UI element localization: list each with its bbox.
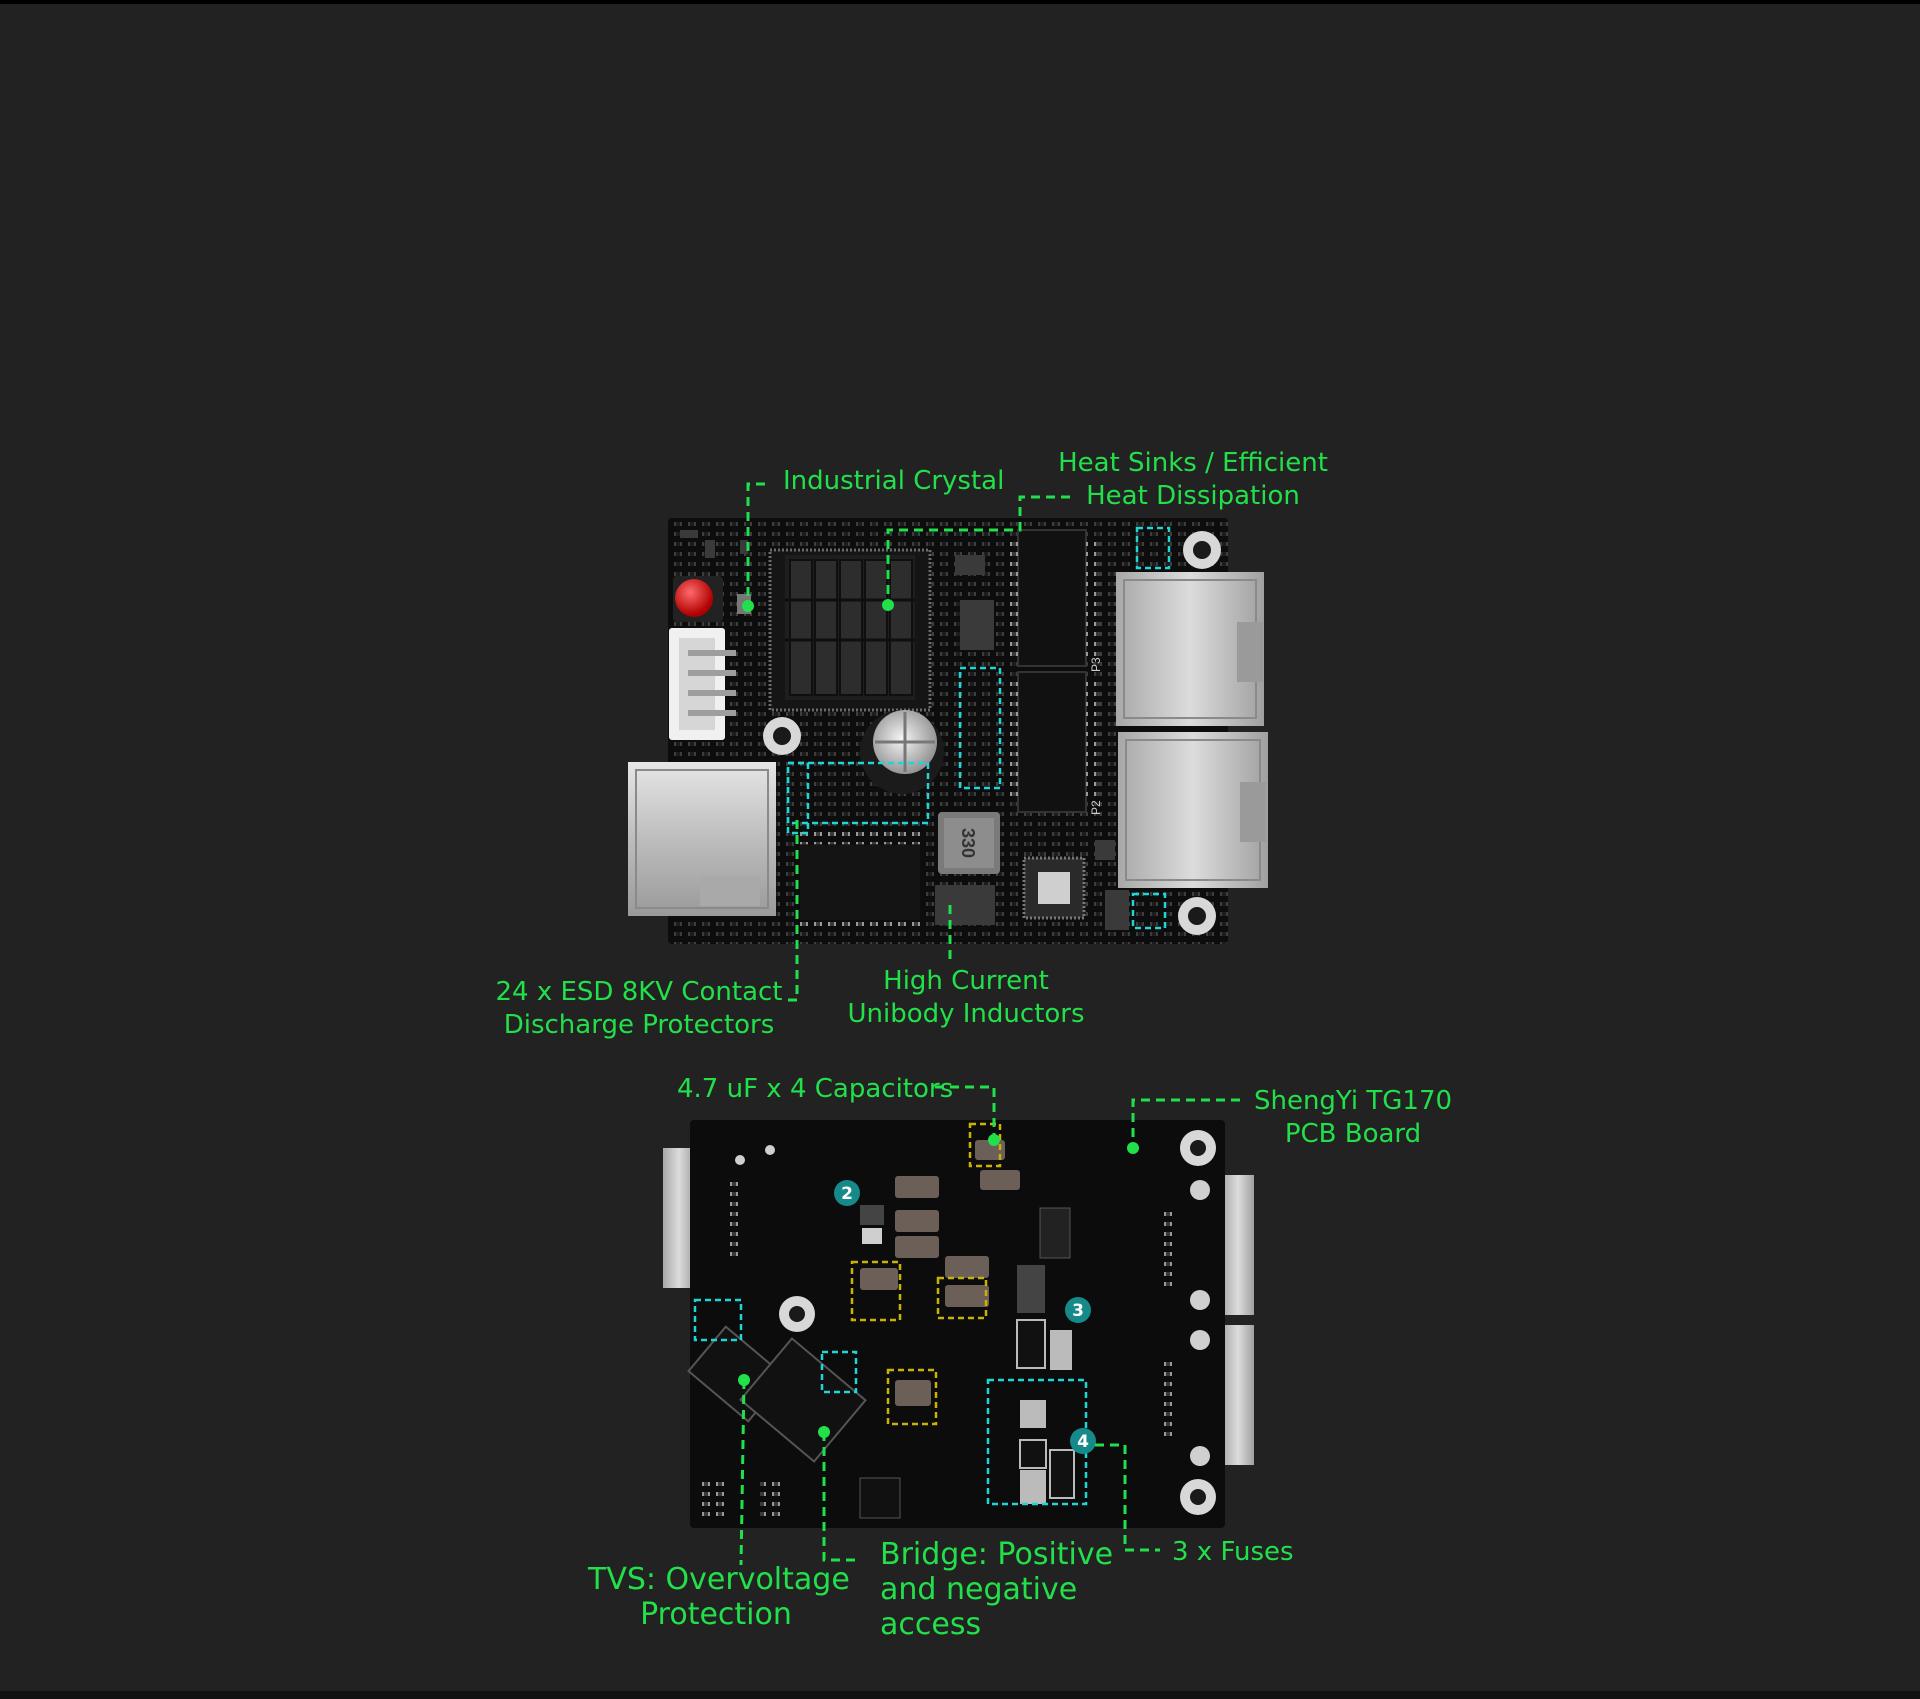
mounting-hole	[1180, 1479, 1216, 1515]
label-heat-sinks-line2: Heat Dissipation	[1086, 481, 1300, 511]
rj45-port-p2	[1118, 732, 1268, 888]
mounting-hole	[1178, 897, 1216, 935]
port-label-p3: P3	[1089, 657, 1103, 672]
label-industrial-crystal: Industrial Crystal	[783, 466, 1005, 496]
badge-2: 2	[834, 1180, 860, 1206]
bottom-pcb-board: 2 3 4	[663, 1120, 1254, 1528]
rj45-port-left	[628, 762, 776, 916]
ethernet-controller-chip	[800, 832, 920, 932]
transformer-chip	[1017, 529, 1087, 667]
label-pcb-line2: PCB Board	[1284, 1119, 1422, 1149]
callout-lines	[739, 482, 1240, 1566]
label-tvs-line1: TVS: Overvoltage	[588, 1562, 850, 1597]
label-tvs: TVS: Overvoltage Protection	[588, 1562, 850, 1632]
label-inductors-line1: High Current	[883, 966, 1049, 996]
label-capacitors: 4.7 uF x 4 Capacitors	[677, 1074, 954, 1104]
label-pcb-line1: ShengYi TG170	[1253, 1086, 1453, 1116]
label-bridge-line1: Bridge: Positive	[880, 1537, 1114, 1572]
label-heat-sinks-line1: Heat Sinks / Efficient	[1058, 448, 1328, 478]
label-esd-line1: 24 x ESD 8KV Contact	[495, 977, 783, 1007]
qfn-chip	[1022, 856, 1086, 920]
badge-3: 3	[1065, 1297, 1091, 1323]
label-bridge-line3: access	[880, 1607, 982, 1642]
mounting-hole	[1180, 1130, 1216, 1166]
label-esd-line2: Discharge Protectors	[503, 1010, 775, 1040]
red-reset-button	[673, 576, 723, 622]
label-heat-sinks: Heat Sinks / Efficient Heat Dissipation	[1048, 447, 1338, 513]
label-bridge: Bridge: Positive and negative access	[880, 1537, 1113, 1642]
label-inductors: High Current Unibody Inductors	[842, 965, 1090, 1031]
bridge-rectifier	[739, 1337, 867, 1463]
white-connector	[669, 628, 736, 740]
smd-components	[700, 1140, 1075, 1520]
label-pcb-board: ShengYi TG170 PCB Board	[1246, 1085, 1460, 1151]
inductor-marking: 330	[958, 828, 978, 858]
unibody-inductor: 330	[938, 812, 1000, 874]
label-bridge-line2: and negative	[880, 1572, 1078, 1607]
label-tvs-line2: Protection	[640, 1597, 792, 1632]
label-fuses: 3 x Fuses	[1172, 1537, 1294, 1567]
svg-text:4: 4	[1077, 1432, 1089, 1452]
svg-text:2: 2	[841, 1184, 853, 1204]
callout-dots	[738, 599, 1139, 1438]
esd-protector-highlights	[786, 526, 1171, 930]
top-pcb-board: P3 P2 330	[628, 518, 1268, 944]
svg-text:3: 3	[1072, 1301, 1084, 1321]
mounting-hole	[763, 717, 801, 755]
capacitor-highlights	[850, 1122, 1002, 1426]
rj45-port-p3	[1116, 572, 1264, 726]
top-edge-line	[0, 0, 1920, 4]
port-label-p2: P2	[1089, 800, 1103, 815]
label-esd-protectors: 24 x ESD 8KV Contact Discharge Protector…	[490, 976, 788, 1042]
label-inductors-line2: Unibody Inductors	[847, 999, 1085, 1029]
main-chip-heatsink	[768, 548, 932, 712]
badge-4: 4	[1070, 1428, 1096, 1454]
transformer-chip	[1017, 671, 1087, 813]
mounting-hole	[1183, 531, 1221, 569]
bottom-edge-line	[0, 1691, 1920, 1699]
mounting-hole	[779, 1296, 815, 1332]
electrolytic-capacitor	[860, 710, 944, 794]
